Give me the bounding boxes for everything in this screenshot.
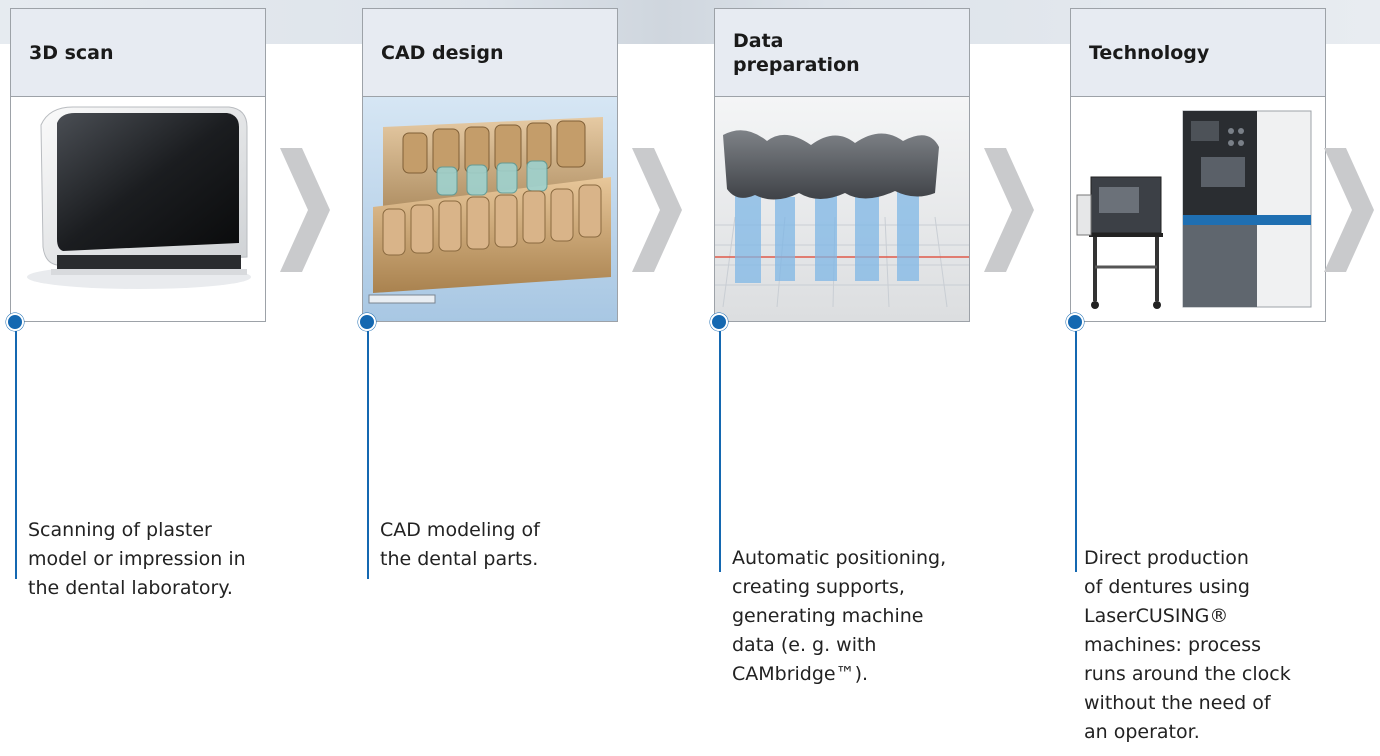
connector-dot: [358, 313, 376, 331]
card-title: Technology: [1089, 41, 1210, 64]
step-description: Direct production of dentures using Lase…: [1084, 547, 1291, 743]
connector-dot: [1066, 313, 1084, 331]
step-description: Automatic positioning, creating supports…: [732, 547, 947, 685]
connector-dot: [710, 313, 728, 331]
card-header: 3D scan: [11, 9, 265, 97]
chevron-right-icon: [632, 148, 682, 272]
chevron-right-icon: [984, 148, 1034, 272]
card-title: CAD design: [381, 41, 504, 64]
chevron-right-icon: [1324, 148, 1374, 272]
step-description: CAD modeling of the dental parts.: [380, 519, 540, 570]
bridge-support-image: [715, 97, 969, 321]
scanner-image: [11, 97, 265, 321]
step-description: Scanning of plaster model or impression …: [28, 519, 246, 599]
card-title: Data preparation: [733, 29, 860, 76]
connector-dot: [6, 313, 24, 331]
connector-line: [367, 322, 369, 579]
connector-line: [1075, 322, 1077, 572]
card-header: Technology: [1071, 9, 1325, 97]
connector-line: [15, 322, 17, 579]
card-header: Data preparation: [715, 9, 969, 97]
step-card-data-preparation: Data preparation: [714, 8, 970, 322]
card-header: CAD design: [363, 9, 617, 97]
step-card-3d-scan: 3D scan: [10, 8, 266, 322]
step-card-technology: Technology: [1070, 8, 1326, 322]
card-title: 3D scan: [29, 41, 114, 64]
step-card-cad-design: CAD design: [362, 8, 618, 322]
machine-image: [1071, 97, 1325, 321]
chevron-right-icon: [280, 148, 330, 272]
cad-model-image: [363, 97, 617, 321]
connector-line: [719, 322, 721, 572]
